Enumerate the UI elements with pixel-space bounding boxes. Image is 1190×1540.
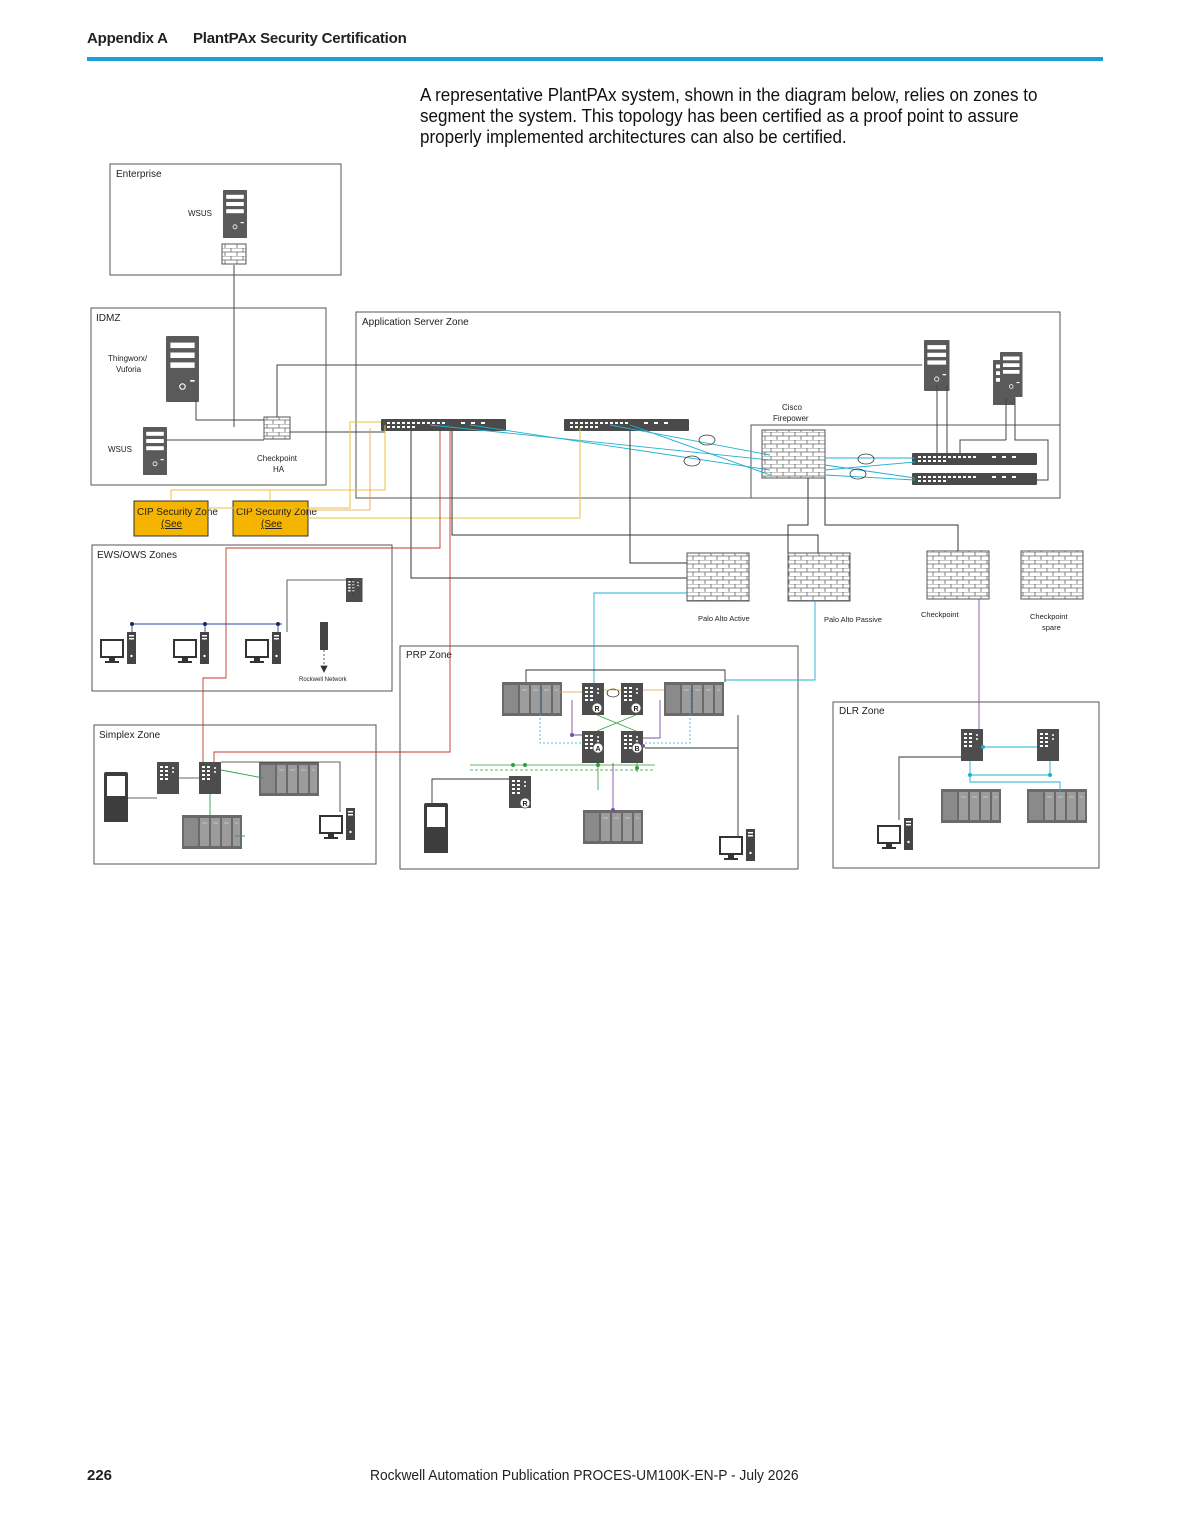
zone-label-simplex: Simplex Zone: [99, 730, 161, 741]
dlr-workstation-icon: [877, 817, 914, 851]
label-checkpoint-ha-2: HA: [273, 465, 285, 474]
prp-hmi-icon: [424, 803, 448, 853]
thingworx-server-icon: [165, 335, 200, 403]
header-title: PlantPAx Security Certification: [193, 30, 407, 47]
zone-enterprise: [109, 163, 342, 276]
label-palo-passive: Palo Alto Passive: [824, 615, 882, 624]
network-topology-diagram: Enterprise IDMZ Application Server Zone …: [90, 163, 1100, 870]
prp-io-chassis-icon: [582, 809, 644, 845]
label-prp-r2: R: [633, 706, 638, 713]
ews-workstation-2-icon: [173, 631, 210, 665]
rockwell-network-device-icon: [320, 622, 328, 650]
dist-switch-1-icon: [912, 453, 1037, 465]
checkpoint-ha-firewall-icon: [263, 416, 291, 440]
checkpoint-firewall-icon: [926, 550, 990, 600]
app-server-1-icon: [923, 339, 950, 392]
header-rule: [87, 57, 1103, 61]
checkpoint-spare-firewall-icon: [1020, 550, 1084, 600]
label-prp-b: B: [634, 746, 639, 753]
dlr-switch-2-icon: [1037, 729, 1059, 761]
core-switch-2-icon: [564, 419, 689, 431]
zone-label-prp: PRP Zone: [406, 650, 452, 661]
dlr-controller-2-chassis-icon: [1026, 788, 1088, 824]
simplex-switch-2-icon: [199, 762, 221, 794]
label-cip-zone-2-a: CIP Security Zone: [236, 507, 317, 518]
simplex-workstation-icon: [319, 807, 356, 841]
label-cisco-2: Firepower: [773, 414, 809, 423]
simplex-switch-1-icon: [157, 762, 179, 794]
app-server-3-icon: [999, 351, 1023, 398]
zone-dlr: [832, 701, 1100, 869]
ews-workstation-1-icon: [100, 631, 137, 665]
dist-switch-2-icon: [912, 473, 1037, 485]
footer-publication: Rockwell Automation Publication PROCES-U…: [370, 1467, 799, 1484]
footer-page-number: 226: [87, 1467, 113, 1484]
wsus-idmz-server-icon: [142, 426, 168, 476]
wsus-enterprise-server-icon: [222, 189, 248, 239]
intro-paragraph: A representative PlantPAx system, shown …: [420, 84, 1038, 147]
label-wsus-idmz: WSUS: [108, 445, 132, 454]
simplex-controller-chassis-icon: [258, 761, 320, 797]
zone-application-server: [355, 311, 1061, 499]
core-switch-1-icon: [381, 419, 506, 431]
zone-idmz: [90, 307, 327, 486]
zone-simplex: [93, 724, 377, 865]
zone-label-idmz: IDMZ: [96, 313, 120, 324]
label-prp-r3: R: [522, 801, 527, 808]
label-checkpoint-spare-1: Checkpoint: [1030, 612, 1068, 621]
ews-switch-icon: [346, 578, 363, 602]
zone-label-application-server: Application Server Zone: [362, 317, 469, 328]
label-cisco-1: Cisco: [782, 403, 803, 412]
label-cip-zone-2-b: (See: [261, 519, 283, 530]
palo-alto-passive-firewall-icon: [787, 552, 851, 602]
label-palo-active: Palo Alto Active: [698, 614, 750, 623]
ews-workstation-3-icon: [245, 631, 282, 665]
zone-label-dlr: DLR Zone: [839, 706, 885, 717]
label-thingworx-1: Thingworx/: [108, 354, 148, 363]
cip-security-zone-1-box: [133, 500, 209, 537]
prp-controller-b-chassis-icon: [663, 681, 725, 717]
label-cip-zone-1-a: CIP Security Zone: [137, 507, 218, 518]
label-prp-r1: R: [594, 706, 599, 713]
label-thingworx-2: Vuforia: [116, 365, 142, 374]
header-section: Appendix A: [87, 30, 168, 47]
zone-label-ews-ows: EWS/OWS Zones: [97, 550, 177, 561]
zone-prp: [399, 645, 799, 870]
zone-firepower-inset: [750, 424, 1061, 499]
label-prp-a: A: [595, 746, 600, 753]
simplex-io-chassis-icon: [181, 814, 243, 850]
prp-workstation-icon: [719, 828, 756, 862]
palo-alto-active-firewall-icon: [686, 552, 750, 602]
label-wsus-enterprise: WSUS: [188, 209, 212, 218]
simplex-hmi-icon: [104, 772, 128, 822]
zone-ews-ows: [91, 544, 393, 692]
label-rockwell-network: Rockwell Network: [299, 677, 348, 683]
enterprise-firewall-icon: [221, 243, 247, 265]
label-checkpoint-ha-1: Checkpoint: [257, 454, 298, 463]
dlr-controller-1-chassis-icon: [940, 788, 1002, 824]
cisco-firepower-firewall-icon: [761, 429, 826, 479]
zone-label-enterprise: Enterprise: [116, 169, 162, 180]
label-checkpoint-spare-2: spare: [1042, 623, 1061, 632]
prp-controller-a-chassis-icon: [501, 681, 563, 717]
label-checkpoint: Checkpoint: [921, 610, 959, 619]
label-cip-zone-1-b: (See: [161, 519, 183, 530]
dlr-switch-1-icon: [961, 729, 983, 761]
